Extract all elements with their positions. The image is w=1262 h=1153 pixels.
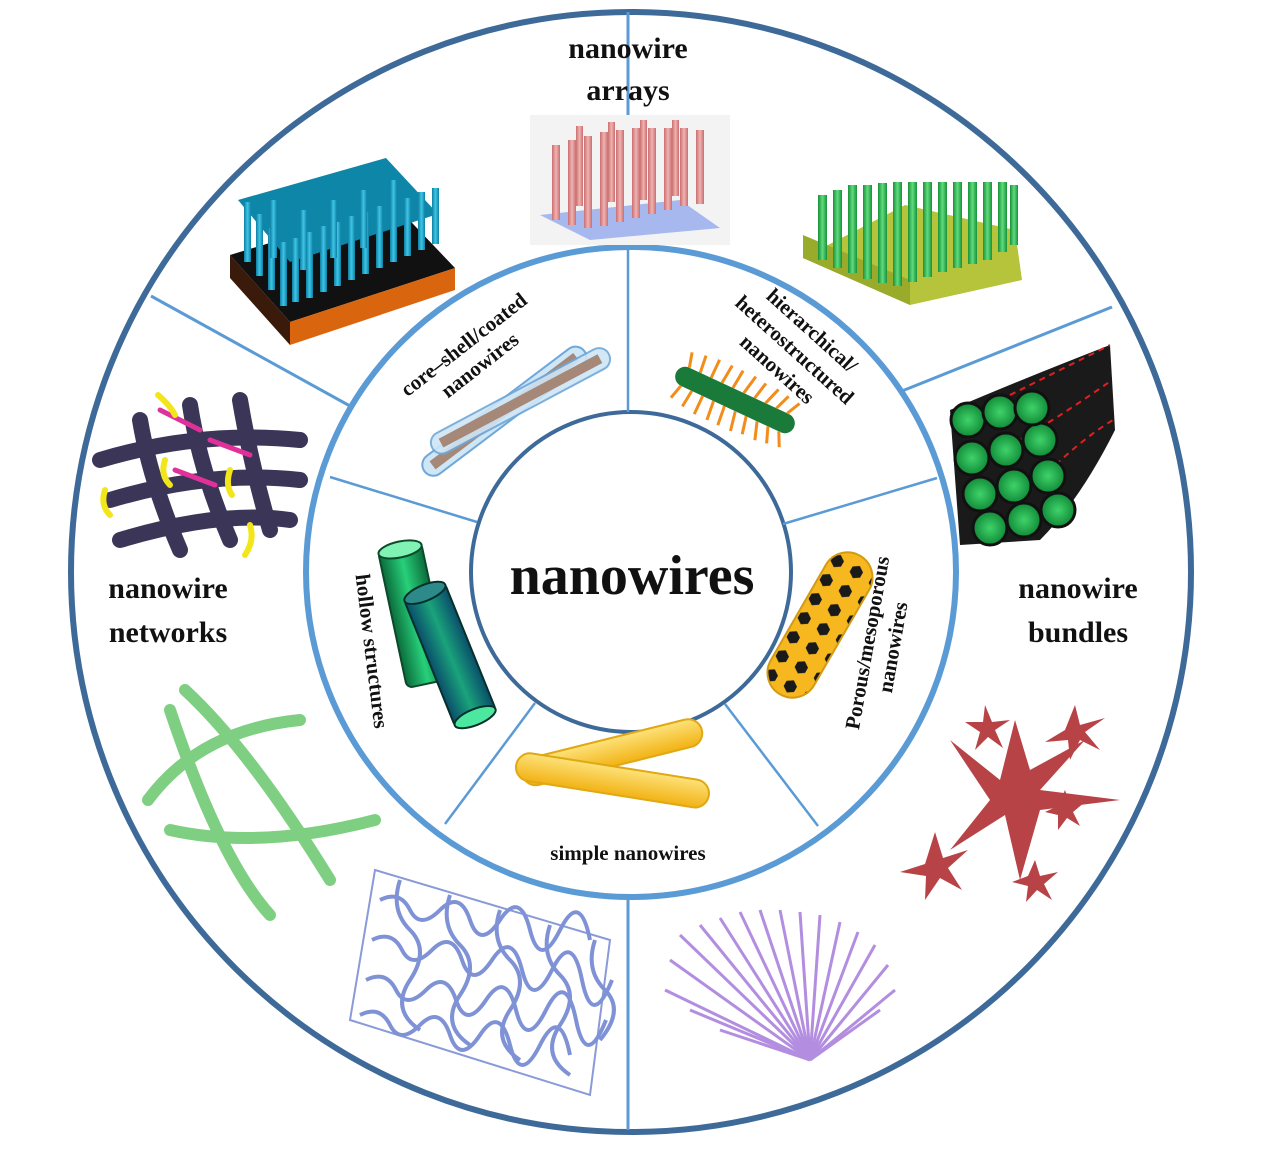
simple-nanowire-icon [514, 718, 710, 809]
networks-label-line1: nanowire [108, 572, 227, 605]
nanowire-sponge-icon [348, 868, 616, 1097]
nanowire-star-icon [900, 705, 1120, 902]
nanowire-mesh-icon [92, 392, 308, 558]
inner-dividers [329, 250, 938, 827]
hollow-tube-icon [377, 539, 497, 730]
nanowire-array-pink-icon [530, 115, 730, 245]
bundles-label-line1: nanowire [1018, 572, 1137, 605]
arrays-label-line2: arrays [586, 74, 669, 107]
hierarchical-nanowire-icon [669, 352, 801, 448]
nanowire-cross-green-icon [142, 684, 381, 921]
nanowire-array-green-icon [803, 182, 1022, 305]
core-shell-icon [421, 345, 612, 477]
bundles-label-line2: bundles [1028, 616, 1128, 649]
center-circle [469, 410, 793, 734]
nanowire-array-cyan-icon [230, 158, 455, 345]
nanowire-bundle-icon [949, 344, 1115, 547]
networks-label-line2: networks [109, 616, 227, 649]
porous-nanowire-icon [766, 551, 874, 699]
nanowire-fan-icon [664, 909, 896, 1062]
arrays-label-line1: nanowire [568, 32, 687, 65]
simple-label: simple nanowires [550, 841, 705, 865]
center-label: nanowires [510, 545, 755, 607]
